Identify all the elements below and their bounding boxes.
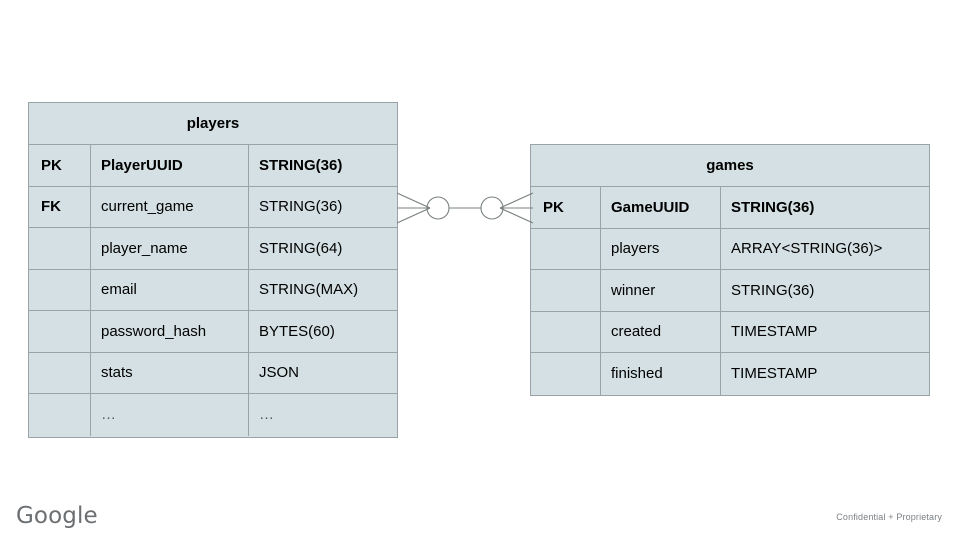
entity-table-games[interactable]: games PK GameUUID STRING(36) players ARR…	[530, 144, 930, 396]
table-row[interactable]: player_name STRING(64)	[29, 228, 397, 270]
column-name: current_game	[91, 186, 249, 227]
column-type: STRING(36)	[259, 198, 343, 216]
column-name: stats	[91, 352, 249, 393]
table-row[interactable]: created TIMESTAMP	[531, 311, 929, 353]
column-name: …	[91, 394, 249, 436]
column-key	[531, 353, 601, 395]
column-key	[29, 269, 91, 310]
column-key	[531, 228, 601, 269]
cardinality-zero-circle-right-icon	[480, 196, 504, 220]
column-name: player_name	[91, 228, 249, 269]
column-type: STRING(36)	[259, 156, 343, 174]
column-name: players	[601, 228, 721, 269]
table-row[interactable]: winner STRING(36)	[531, 270, 929, 312]
table-row[interactable]: players ARRAY<STRING(36)>	[531, 228, 929, 270]
google-logo: Google	[16, 503, 98, 529]
table-row[interactable]: FK current_game STRING(36)	[29, 186, 397, 228]
confidentiality-note: Confidential + Proprietary	[836, 512, 942, 522]
crows-foot-right-icon	[499, 192, 534, 224]
column-type: BYTES(60)	[259, 322, 335, 340]
column-name: email	[91, 269, 249, 310]
table-row[interactable]: email STRING(MAX)	[29, 269, 397, 311]
table-row[interactable]: password_hash BYTES(60)	[29, 311, 397, 353]
column-name: finished	[601, 353, 721, 395]
table-row[interactable]: finished TIMESTAMP	[531, 353, 929, 395]
column-type: STRING(MAX)	[259, 281, 359, 299]
entity-table-players[interactable]: players PK PlayerUUID STRING(36) FK curr…	[28, 102, 398, 438]
column-type: TIMESTAMP	[731, 323, 818, 341]
table-row[interactable]: … …	[29, 394, 397, 436]
column-type: …	[259, 406, 274, 424]
column-key: PK	[531, 187, 601, 228]
column-type: STRING(36)	[731, 281, 815, 299]
column-key	[29, 311, 91, 352]
column-key	[29, 352, 91, 393]
column-type: STRING(64)	[259, 239, 343, 257]
column-key: PK	[29, 145, 91, 186]
column-name: password_hash	[91, 311, 249, 352]
table-row[interactable]: PK GameUUID STRING(36)	[531, 187, 929, 229]
column-key: FK	[29, 186, 91, 227]
entity-title-players: players	[29, 103, 397, 145]
crows-foot-left-icon	[396, 192, 431, 224]
column-name: created	[601, 311, 721, 352]
cardinality-zero-circle-left-icon	[426, 196, 450, 220]
table-row[interactable]: stats JSON	[29, 352, 397, 394]
column-key	[531, 311, 601, 352]
column-key	[29, 228, 91, 269]
column-type: JSON	[259, 364, 300, 382]
column-name: winner	[601, 270, 721, 311]
column-type: ARRAY<STRING(36)>	[731, 240, 883, 258]
relationship-connector-players-games	[396, 192, 534, 224]
column-key	[531, 270, 601, 311]
column-type: TIMESTAMP	[731, 365, 818, 383]
column-key	[29, 394, 91, 436]
column-name: PlayerUUID	[91, 145, 249, 186]
column-name: GameUUID	[601, 187, 721, 228]
entity-title-games: games	[531, 145, 929, 187]
table-row[interactable]: PK PlayerUUID STRING(36)	[29, 145, 397, 187]
column-type: STRING(36)	[731, 198, 815, 216]
